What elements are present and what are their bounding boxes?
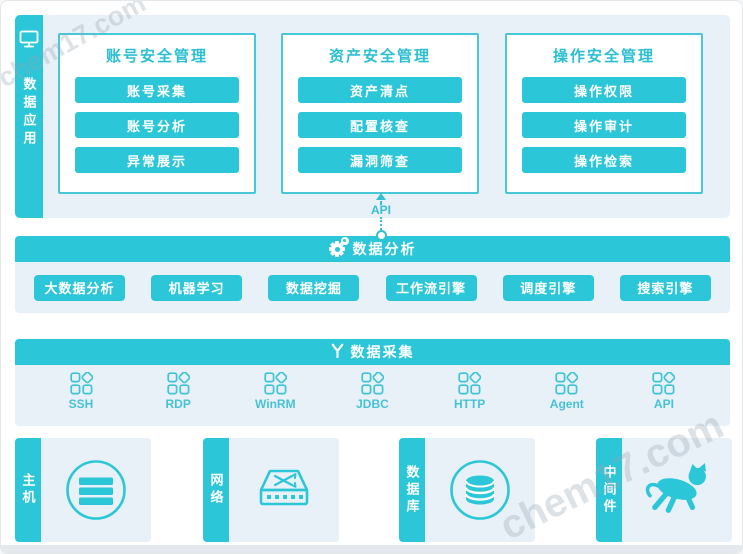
infra-label: 网络 [208,473,224,507]
engine-bigdata[interactable]: 大数据分析 [34,274,125,301]
server-icon [66,460,126,520]
chip-operation-audit[interactable]: 操作审计 [522,112,686,138]
infra-card-network: 网络 [203,438,339,542]
section-title: 数据采集 [350,344,415,360]
page-edge-strip [1,545,742,553]
protocol-label: Agent [549,397,584,411]
group-title: 账号安全管理 [105,48,208,65]
chip-config-check[interactable]: 配置核查 [298,112,462,138]
engine-machine-learning[interactable]: 机器学习 [151,274,243,301]
chip-anomaly-display[interactable]: 异常展示 [75,147,239,173]
group-operation-security: 操作安全管理 操作权限 操作审计 操作检索 [505,33,703,194]
infra-label: 中间件 [601,464,617,516]
infra-label-bar: 中间件 [596,438,622,542]
chip-vuln-screening[interactable]: 漏洞筛查 [298,147,462,173]
protocol-http[interactable]: HTTP [434,372,506,411]
section-title: 数据分析 [352,241,417,257]
infra-label-bar: 网络 [203,438,229,542]
sidebar-label: 数据应用 [21,77,37,149]
infra-label-bar: 数据库 [399,438,425,542]
group-account-security: 账号安全管理 账号采集 账号分析 异常展示 [58,33,256,194]
protocol-label: JDBC [356,397,389,411]
protocol-ssh[interactable]: SSH [45,372,117,411]
protocol-label: SSH [68,397,94,411]
infra-body [425,438,535,542]
merge-icon [331,343,344,361]
infra-body [229,438,339,542]
section-data-collection: 数据采集 SSH RDP WinRM JDBC HTTP [15,339,730,426]
modules-icon [458,372,482,395]
protocol-agent[interactable]: Agent [531,372,603,411]
group-title: 操作安全管理 [552,48,655,65]
protocol-label: WinRM [255,397,296,411]
infra-label: 主机 [20,473,36,507]
infra-card-host: 主机 [15,438,151,542]
protocol-label: API [653,397,674,411]
monitor-icon [19,15,39,53]
data-analysis-header: 数据分析 [15,236,730,262]
infra-label: 数据库 [404,464,420,516]
engine-row: 大数据分析 机器学习 数据挖掘 工作流引擎 调度引擎 搜索引擎 [15,262,730,313]
api-connector-label: API [370,203,391,217]
chip-account-collect[interactable]: 账号采集 [75,77,239,103]
infra-body [41,438,151,542]
group-title: 资产安全管理 [328,48,431,65]
connector-endpoint-icon [376,230,387,241]
infra-card-database: 数据库 [399,438,535,542]
modules-icon [69,372,93,395]
gear-icon [329,236,349,258]
modules-icon [167,372,190,395]
modules-icon [555,372,579,395]
data-collection-header: 数据采集 [15,339,730,365]
engine-workflow[interactable]: 工作流引擎 [385,274,477,301]
modules-icon [361,372,384,395]
infra-body [622,438,732,542]
database-icon [450,460,510,520]
modules-icon [652,372,676,395]
sidebar-data-application: 数据应用 [15,15,43,218]
protocol-row: SSH RDP WinRM JDBC HTTP Agent [15,365,730,426]
protocol-api[interactable]: API [628,372,700,411]
infra-card-middleware: 中间件 [596,438,732,542]
arrow-up-icon [376,193,386,200]
engine-scheduler[interactable]: 调度引擎 [502,274,594,301]
protocol-winrm[interactable]: WinRM [239,372,311,411]
chip-operation-permission[interactable]: 操作权限 [522,77,686,103]
chip-account-analysis[interactable]: 账号分析 [75,112,239,138]
chip-operation-search[interactable]: 操作检索 [522,147,686,173]
dotted-connector [380,217,382,230]
modules-icon [264,372,287,395]
protocol-label: HTTP [453,397,486,411]
section-data-analysis: 数据分析 大数据分析 机器学习 数据挖掘 工作流引擎 调度引擎 搜索引擎 [15,236,730,313]
engine-data-mining[interactable]: 数据挖掘 [268,274,360,301]
chip-asset-inventory[interactable]: 资产清点 [298,77,462,103]
protocol-jdbc[interactable]: JDBC [336,372,408,411]
tomcat-cat-icon [645,463,706,513]
switch-icon [259,469,309,506]
engine-search[interactable]: 搜索引擎 [619,274,711,301]
protocol-label: RDP [165,397,191,411]
protocol-rdp[interactable]: RDP [142,372,214,411]
infra-label-bar: 主机 [15,438,41,542]
dotted-connector [380,201,382,205]
group-asset-security: 资产安全管理 资产清点 配置核查 漏洞筛查 [281,33,479,194]
